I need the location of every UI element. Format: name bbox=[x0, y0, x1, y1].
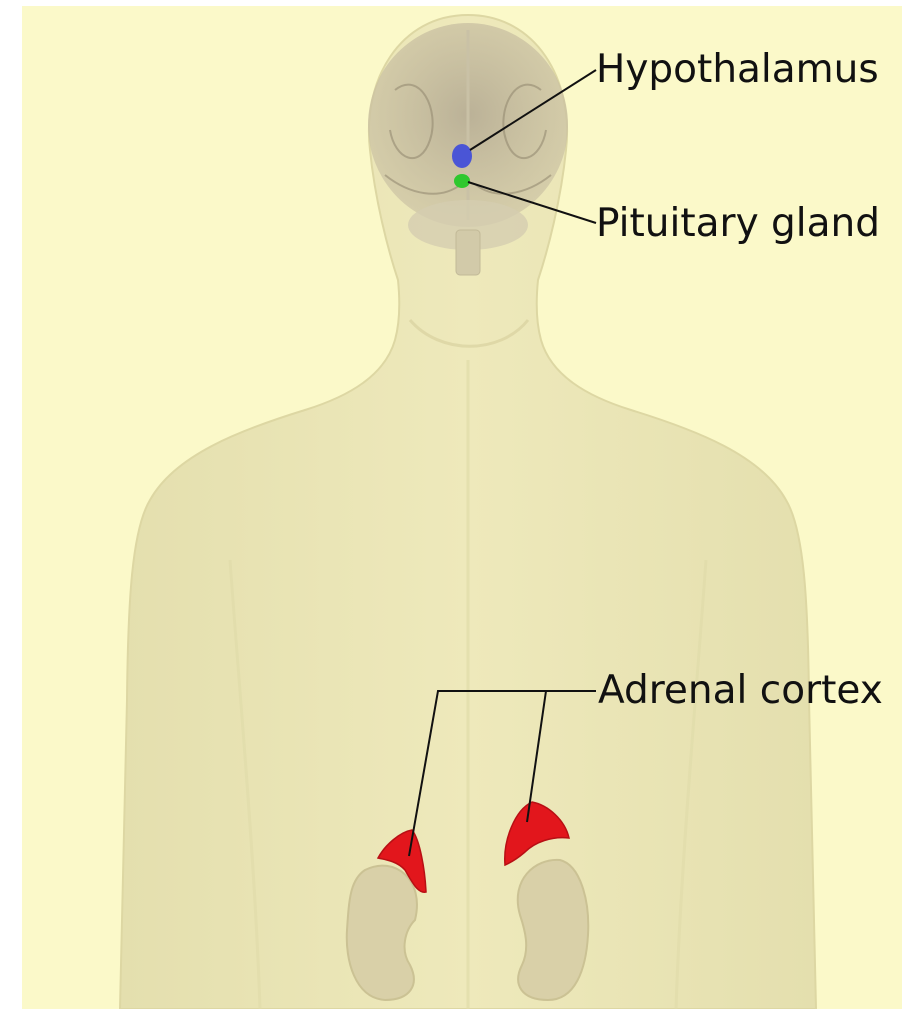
hypothalamus-label: Hypothalamus bbox=[596, 47, 879, 92]
hypothalamus-marker bbox=[452, 144, 472, 168]
adrenal-label: Adrenal cortex bbox=[598, 668, 883, 713]
pituitary-label: Pituitary gland bbox=[596, 201, 880, 246]
right-kidney bbox=[518, 860, 589, 1000]
left-kidney bbox=[347, 866, 417, 1000]
pituitary-marker bbox=[454, 174, 470, 188]
